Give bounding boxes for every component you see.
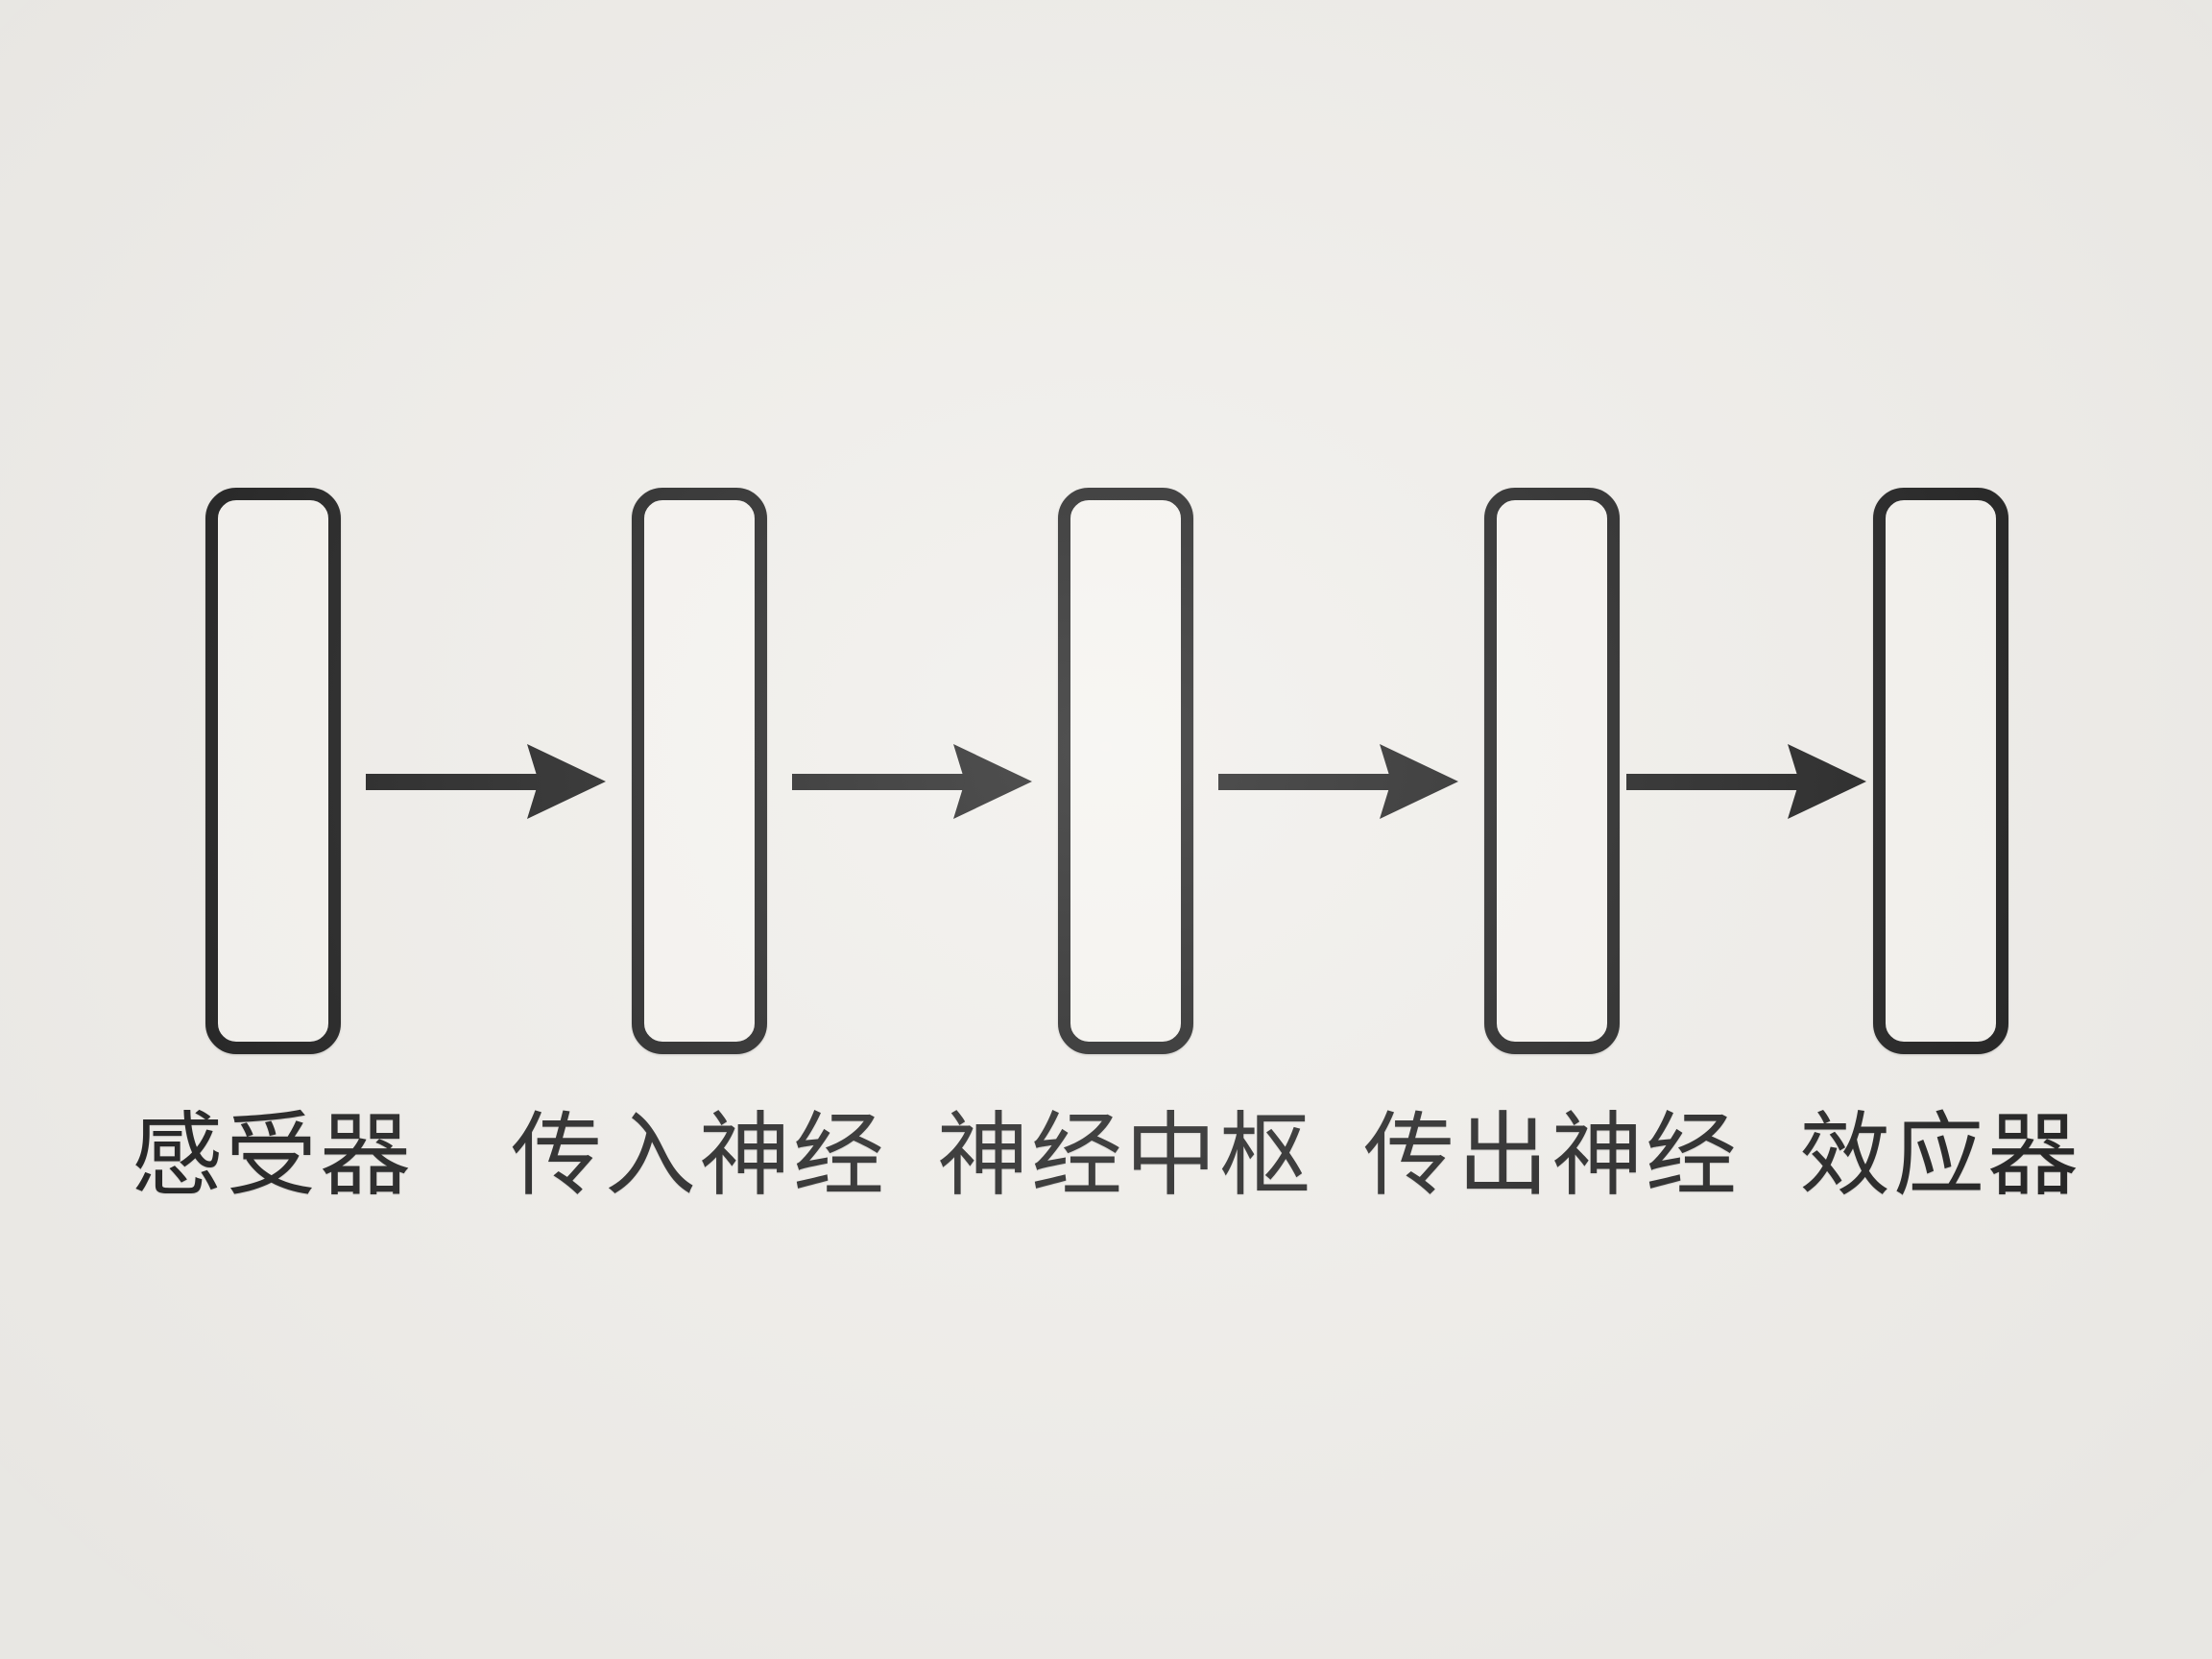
effector-label: 效应器	[1798, 1105, 2082, 1207]
efferent-nerve-label: 传出神经	[1362, 1105, 1741, 1207]
afferent-nerve-box	[632, 488, 767, 1054]
receptor-label: 感受器	[131, 1105, 415, 1207]
effector-box	[1873, 488, 2008, 1054]
efferent-nerve-box	[1484, 488, 1620, 1054]
nerve-center-label: 神经中枢	[936, 1105, 1314, 1207]
afferent-nerve-label: 传入神经	[510, 1105, 888, 1207]
receptor-box	[205, 488, 341, 1054]
nerve-center-box	[1058, 488, 1193, 1054]
right-arrow-icon	[366, 744, 606, 819]
right-arrow-icon	[1626, 744, 1866, 819]
right-arrow-icon	[1218, 744, 1458, 819]
right-arrow-icon	[792, 744, 1032, 819]
